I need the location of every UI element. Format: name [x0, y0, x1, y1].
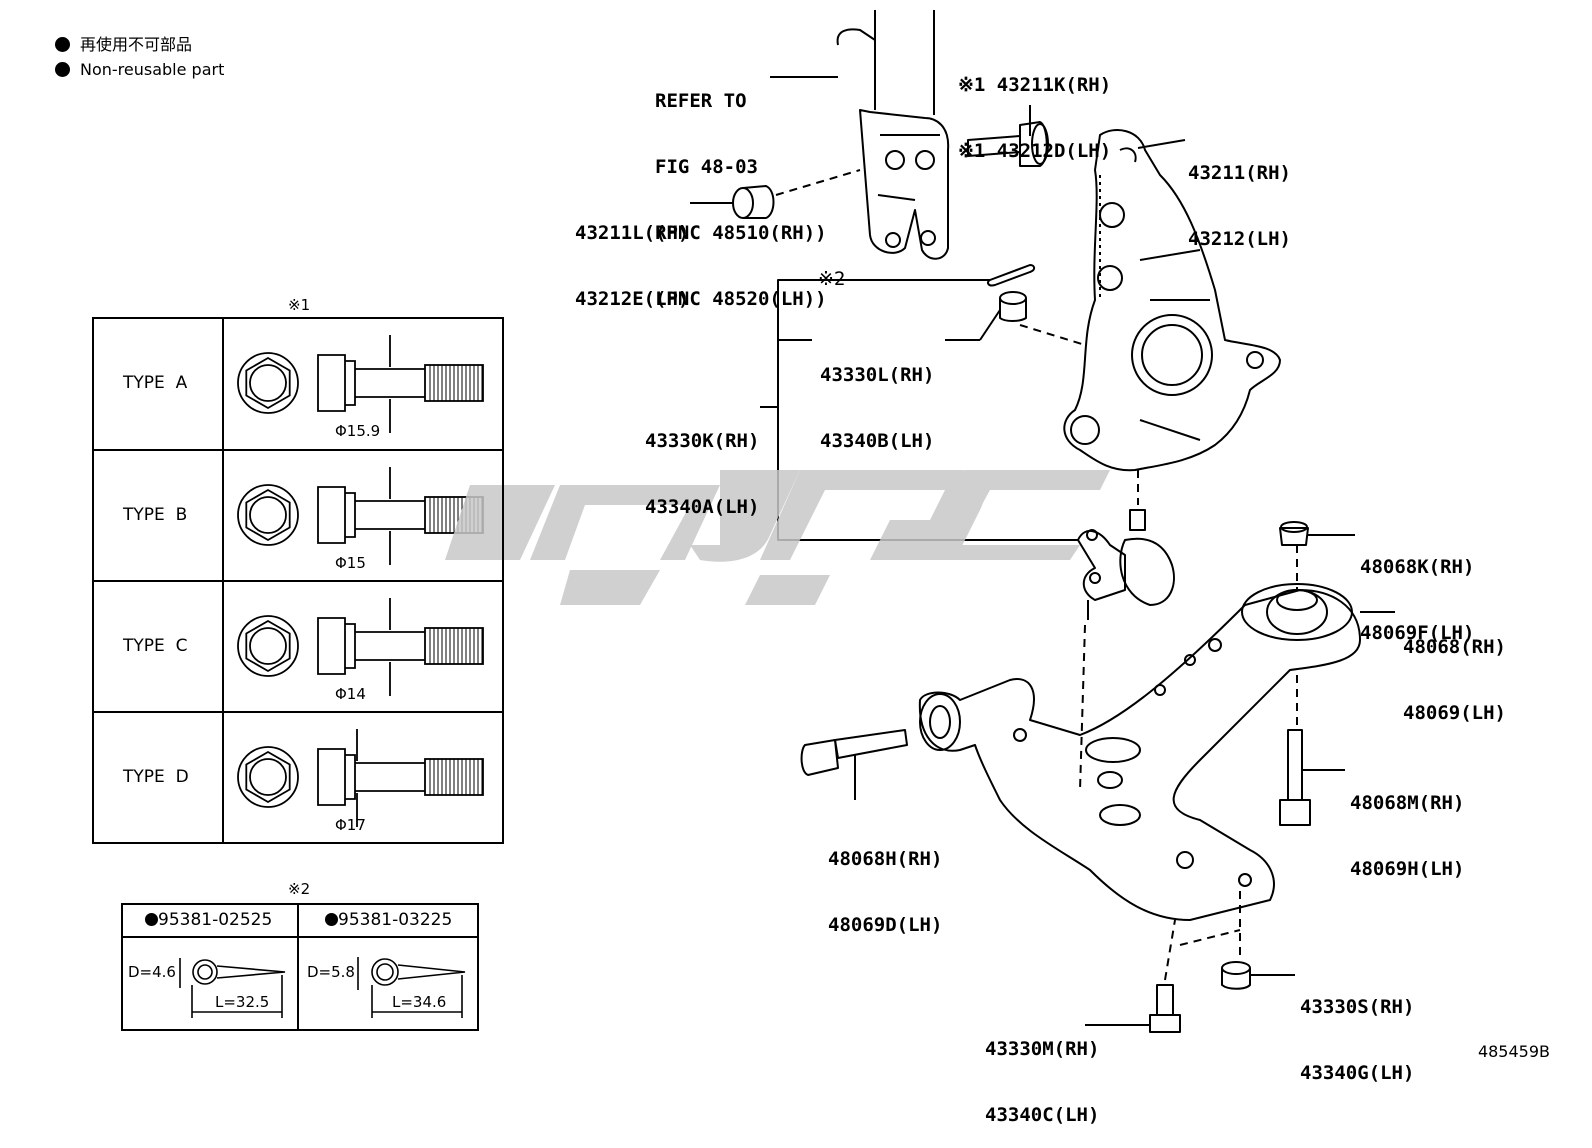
hub-bolt-sketch [237, 335, 484, 433]
cam-bolt-drawing [967, 105, 1049, 167]
pin-part-number-2: 95381-03225 [325, 910, 452, 930]
steering-knuckle-drawing [1063, 129, 1281, 472]
watermark-logo [445, 470, 1110, 605]
hub-bolt-sketch [237, 598, 484, 696]
callout-arm-nut: 48068K(RH) 48069F(LH) [1360, 556, 1475, 644]
pin-l-2: L=34.6 [392, 993, 447, 1011]
legend: 再使用不可部品 Non-reusable part [55, 32, 224, 82]
balljoint-bolt-drawing [1085, 919, 1241, 1033]
castle-nut-drawing [979, 291, 1086, 346]
pin-d-1: D=4.6 [128, 963, 176, 981]
hub-bolt-sketch [237, 729, 484, 827]
type-label: TYPE D [123, 767, 189, 787]
callout-cam-nut: 43211L(RH) 43212E(LH) [575, 222, 690, 310]
cotter-pin-drawing [790, 264, 1036, 287]
pin-table-mark: ※2 [288, 880, 311, 898]
ball-joint-drawing [1077, 470, 1175, 791]
bolt-diameter: Φ15 [335, 554, 366, 572]
arm-nut-drawing [1279, 521, 1355, 546]
bullet-icon [55, 62, 70, 77]
lower-arm-drawing [918, 545, 1361, 921]
callout-arm-bolt-vertical: 48068M(RH) 48069H(LH) [1350, 792, 1465, 880]
pin-table-drawings [122, 904, 478, 1030]
illustration-reference-number: 485459B [1477, 1042, 1550, 1061]
cotter-pin-sketches [179, 957, 466, 1018]
callout-lower-arm: 48068(RH) 48069(LH) [1403, 636, 1506, 724]
shock-absorber-drawing [836, 10, 950, 260]
callout-cotter-pin-mark: ※2 [818, 268, 846, 290]
callout-castle-nut: 43330L(RH) 43340B(LH) [820, 364, 935, 452]
pin-d-2: D=5.8 [307, 963, 355, 981]
cotter-pin-table [121, 903, 479, 1031]
type-table-drawings [93, 318, 503, 842]
type-label: TYPE A [123, 373, 188, 393]
callout-arm-bolt-horizontal: 48068H(RH) 48069D(LH) [828, 848, 943, 936]
type-table-mark: ※1 [288, 296, 311, 314]
bolt-diameter: Φ14 [335, 685, 366, 703]
bullet-icon [55, 37, 70, 52]
pin-l-1: L=32.5 [215, 993, 270, 1011]
type-label: TYPE C [123, 636, 188, 656]
type-label: TYPE B [123, 505, 188, 525]
bolt-diameter: Φ15.9 [335, 422, 381, 440]
arm-bolt-vertical-drawing [1279, 729, 1345, 826]
non-reusable-icon [325, 913, 338, 926]
refer-to-note: REFER TO FIG 48-03 (PNC 48510(RH)) (PNC … [655, 90, 827, 310]
arm-bolt-horizontal-drawing [800, 729, 908, 800]
balljoint-nut-drawing [1221, 890, 1295, 990]
callout-cam-bolt: ※1 43211K(RH) ※1 43212D(LH) [958, 74, 1112, 162]
cam-nut-drawing [690, 169, 861, 219]
bolt-type-table [92, 317, 504, 844]
legend-item-jp: 再使用不可部品 [55, 32, 224, 57]
callout-knuckle: 43211(RH) 43212(LH) [1188, 162, 1291, 250]
non-reusable-icon [145, 913, 158, 926]
exploded-diagram [93, 10, 1395, 1033]
legend-item-en: Non-reusable part [55, 57, 224, 82]
bolt-diameter: Φ17 [335, 816, 366, 834]
callout-ball-joint: 43330K(RH) 43340A(LH) [645, 430, 760, 518]
pin-part-number-1: 95381-02525 [145, 910, 272, 930]
callout-balljoint-nut: 43330S(RH) 43340G(LH) [1300, 996, 1415, 1084]
